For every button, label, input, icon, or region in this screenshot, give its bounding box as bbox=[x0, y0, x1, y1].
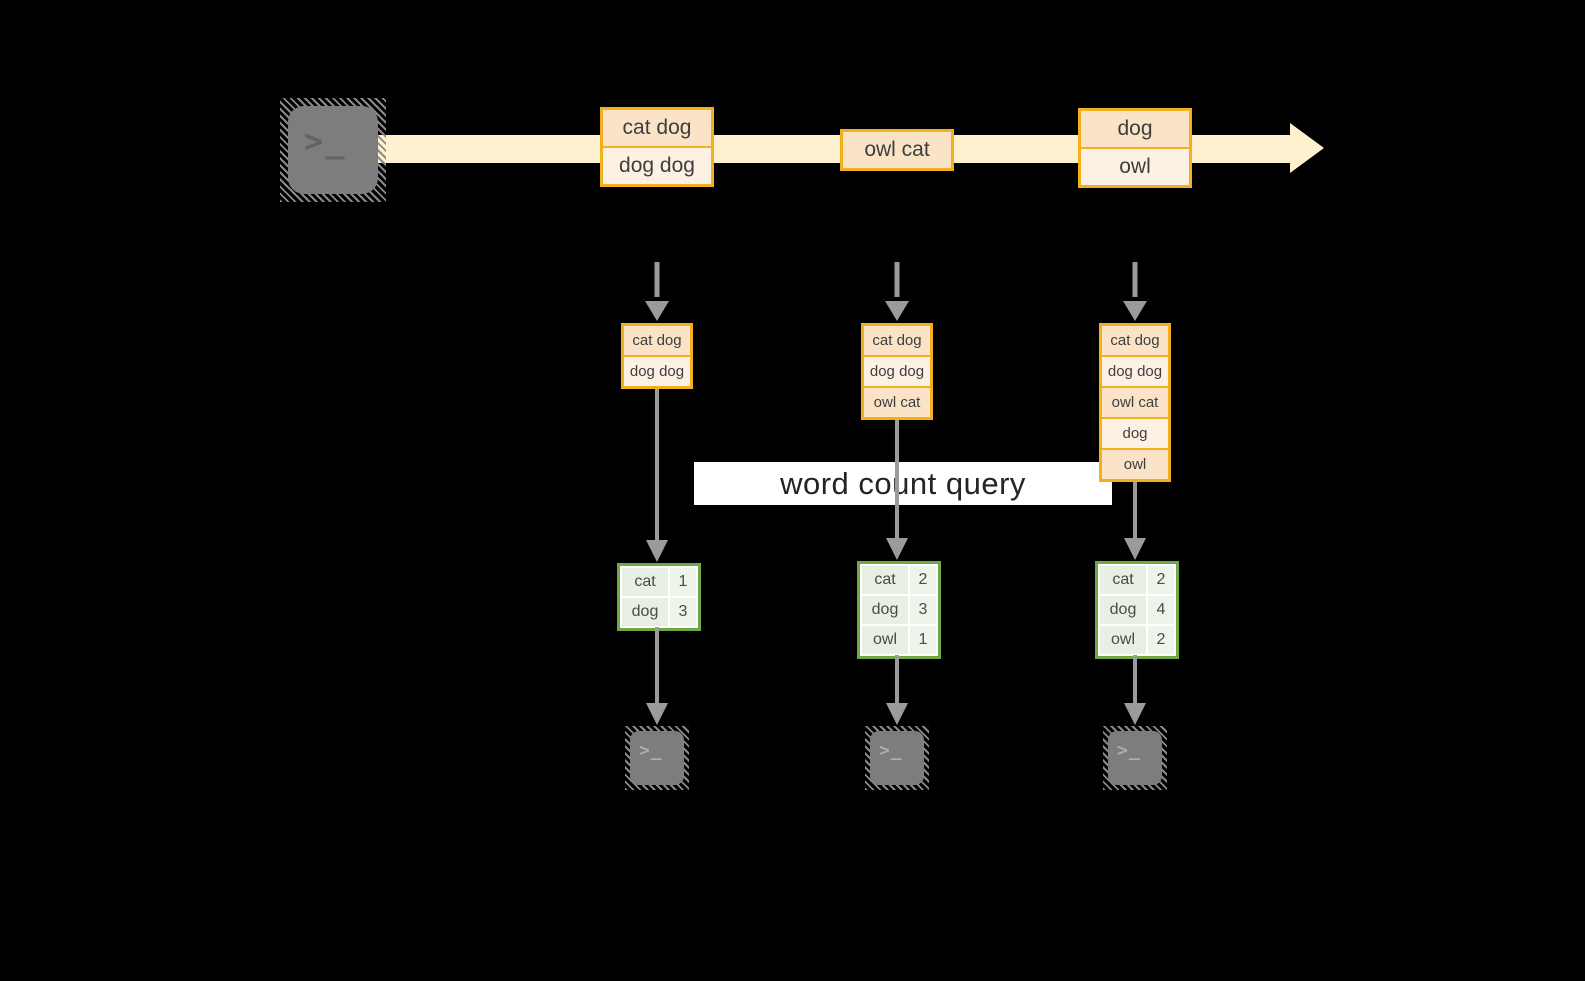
terminal-output-icon-2: >_ bbox=[865, 726, 929, 790]
word-cell: cat bbox=[622, 568, 668, 596]
word-cell: owl bbox=[1100, 626, 1146, 654]
count-cell: 3 bbox=[910, 596, 936, 624]
queue-item: dog dog bbox=[864, 355, 930, 386]
queue-item: cat dog bbox=[864, 326, 930, 355]
queue-item: dog dog bbox=[624, 355, 690, 386]
event-text: owl cat bbox=[843, 132, 951, 168]
queue-snapshot-1: cat dog dog dog bbox=[621, 323, 693, 389]
count-cell: 2 bbox=[1148, 566, 1174, 594]
count-table-3: cat 2 dog 4 owl 2 bbox=[1095, 561, 1179, 659]
word-cell: cat bbox=[862, 566, 908, 594]
terminal-prompt-icon: >_ bbox=[639, 740, 663, 761]
word-cell: owl bbox=[862, 626, 908, 654]
terminal-screen: >_ bbox=[288, 106, 378, 194]
word-cell: dog bbox=[622, 598, 668, 626]
stream-event-1: cat dog dog dog bbox=[600, 107, 714, 187]
event-text: owl bbox=[1081, 147, 1189, 185]
terminal-source-icon: >_ bbox=[280, 98, 386, 202]
word-cell: dog bbox=[862, 596, 908, 624]
terminal-screen: >_ bbox=[870, 731, 924, 785]
queue-item: cat dog bbox=[624, 326, 690, 355]
event-text: cat dog bbox=[603, 110, 711, 146]
stream-arrowhead-icon bbox=[1290, 123, 1324, 173]
queue-item: cat dog bbox=[1102, 326, 1168, 355]
banner-label: word count query bbox=[780, 465, 1026, 501]
queue-snapshot-2: cat dog dog dog owl cat bbox=[861, 323, 933, 420]
queue-item: owl bbox=[1102, 448, 1168, 479]
stream-event-2: owl cat bbox=[840, 129, 954, 171]
terminal-output-icon-1: >_ bbox=[625, 726, 689, 790]
terminal-prompt-icon: >_ bbox=[879, 740, 903, 761]
terminal-prompt-icon: >_ bbox=[304, 122, 347, 160]
count-cell: 1 bbox=[910, 626, 936, 654]
count-cell: 1 bbox=[670, 568, 696, 596]
terminal-screen: >_ bbox=[630, 731, 684, 785]
event-text: dog dog bbox=[603, 146, 711, 184]
terminal-screen: >_ bbox=[1108, 731, 1162, 785]
count-cell: 3 bbox=[670, 598, 696, 626]
queue-item: owl cat bbox=[1102, 386, 1168, 417]
count-cell: 2 bbox=[910, 566, 936, 594]
terminal-prompt-icon: >_ bbox=[1117, 740, 1141, 761]
terminal-output-icon-3: >_ bbox=[1103, 726, 1167, 790]
queue-item: owl cat bbox=[864, 386, 930, 417]
event-text: dog bbox=[1081, 111, 1189, 147]
queue-snapshot-3: cat dog dog dog owl cat dog owl bbox=[1099, 323, 1171, 482]
queue-item: dog dog bbox=[1102, 355, 1168, 386]
word-cell: dog bbox=[1100, 596, 1146, 624]
count-table-1: cat 1 dog 3 bbox=[617, 563, 701, 631]
count-cell: 4 bbox=[1148, 596, 1174, 624]
word-count-query-banner: word count query bbox=[694, 462, 1112, 505]
stream-event-3: dog owl bbox=[1078, 108, 1192, 188]
queue-item: dog bbox=[1102, 417, 1168, 448]
count-table-2: cat 2 dog 3 owl 1 bbox=[857, 561, 941, 659]
word-cell: cat bbox=[1100, 566, 1146, 594]
count-cell: 2 bbox=[1148, 626, 1174, 654]
